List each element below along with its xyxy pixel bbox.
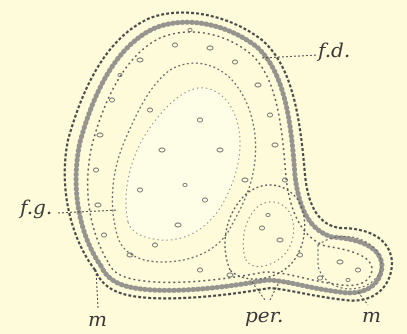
label-fg: f.g. [18, 195, 52, 219]
label-fd: f.d. [316, 38, 350, 62]
label-m-left: m [88, 307, 107, 331]
label-per: per. [245, 303, 283, 327]
label-m-right: m [362, 303, 381, 327]
